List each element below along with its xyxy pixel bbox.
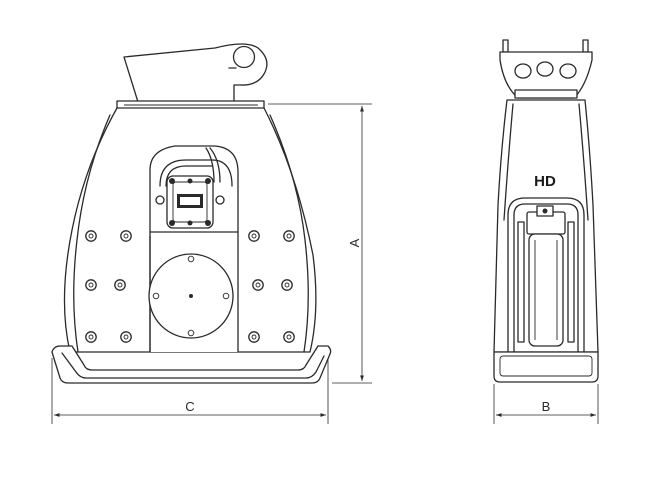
- dimension-c-label: C: [185, 399, 194, 414]
- dimension-b: B: [493, 384, 599, 424]
- side-base-plate: [493, 351, 599, 383]
- side-top-bracket: [499, 39, 593, 99]
- front-view: [51, 43, 332, 384]
- model-marking: HD: [534, 173, 556, 190]
- hydraulic-motor: [155, 147, 233, 229]
- dimension-c: C: [51, 358, 329, 424]
- side-view: HD: [493, 39, 599, 383]
- lifting-eye-bracket: [116, 43, 268, 110]
- side-window: [507, 197, 585, 353]
- dimension-a-label: A: [347, 238, 362, 247]
- side-inner-drum: [517, 205, 575, 347]
- dimension-b-label: B: [542, 399, 551, 414]
- circular-flange: [148, 253, 234, 339]
- dimension-a: A: [268, 103, 372, 384]
- base-plate: [51, 345, 332, 384]
